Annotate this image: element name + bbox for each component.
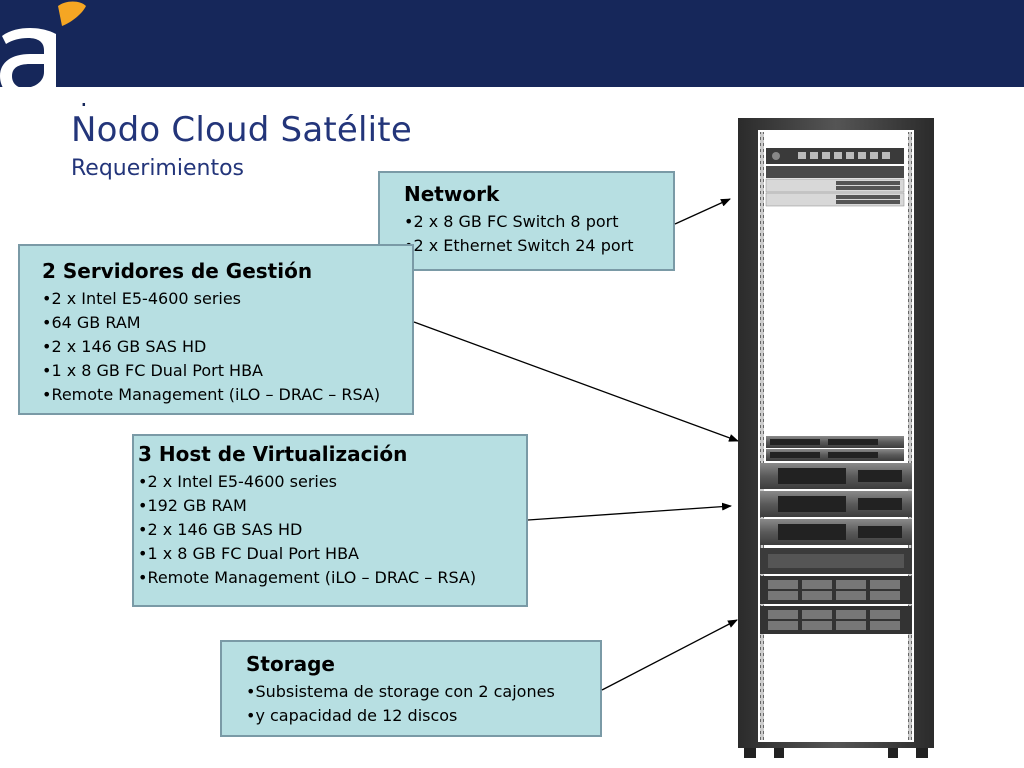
hosts-arrow: [527, 502, 732, 521]
servers-arrow: [413, 321, 739, 442]
network-title: Network: [404, 182, 500, 206]
list-item: y capacidad de 12 discos: [246, 704, 600, 728]
title-bullet: .: [80, 84, 88, 112]
list-item: 192 GB RAM: [138, 494, 526, 518]
header-bar: [0, 0, 1024, 87]
list-item: 2 x Intel E5-4600 series: [138, 470, 526, 494]
network-box: Network 2 x 8 GB FC Switch 8 port 2 x Et…: [378, 171, 675, 271]
page-title: Nodo Cloud Satélite: [71, 110, 412, 150]
servers-list: 2 x Intel E5-4600 series 64 GB RAM 2 x 1…: [42, 287, 412, 407]
virtualization-hosts: [760, 463, 912, 545]
list-item: 2 x 8 GB FC Switch 8 port: [404, 210, 673, 234]
server-rack-icon: [738, 118, 934, 758]
servers-title: 2 Servidores de Gestión: [42, 259, 313, 283]
management-servers: [766, 436, 904, 461]
page-subtitle: Requerimientos: [71, 156, 245, 181]
list-item: Subsistema de storage con 2 cajones: [246, 680, 600, 704]
network-list: 2 x 8 GB FC Switch 8 port 2 x Ethernet S…: [404, 210, 673, 258]
list-item: Remote Management (iLO – DRAC – RSA): [42, 383, 412, 407]
list-item: 2 x Intel E5-4600 series: [42, 287, 412, 311]
storage-enclosures: [760, 548, 912, 634]
list-item: 64 GB RAM: [42, 311, 412, 335]
list-item: 2 x 146 GB SAS HD: [138, 518, 526, 542]
list-item: 1 x 8 GB FC Dual Port HBA: [42, 359, 412, 383]
list-item: 2 x Ethernet Switch 24 port: [404, 234, 673, 258]
network-switches: [765, 148, 905, 207]
list-item: Remote Management (iLO – DRAC – RSA): [138, 566, 526, 590]
virtualization-hosts-box: 3 Host de Virtualización 2 x Intel E5-46…: [132, 434, 528, 607]
management-servers-box: 2 Servidores de Gestión 2 x Intel E5-460…: [18, 244, 414, 415]
storage-list: Subsistema de storage con 2 cajones y ca…: [246, 680, 600, 728]
hosts-title: 3 Host de Virtualización: [138, 442, 408, 466]
network-arrow: [674, 198, 731, 225]
storage-arrow: [601, 619, 738, 691]
company-logo-icon: [0, 1, 86, 98]
list-item: 2 x 146 GB SAS HD: [42, 335, 412, 359]
storage-box: Storage Subsistema de storage con 2 cajo…: [220, 640, 602, 737]
hosts-list: 2 x Intel E5-4600 series 192 GB RAM 2 x …: [138, 470, 526, 590]
storage-title: Storage: [246, 652, 335, 676]
list-item: 1 x 8 GB FC Dual Port HBA: [138, 542, 526, 566]
